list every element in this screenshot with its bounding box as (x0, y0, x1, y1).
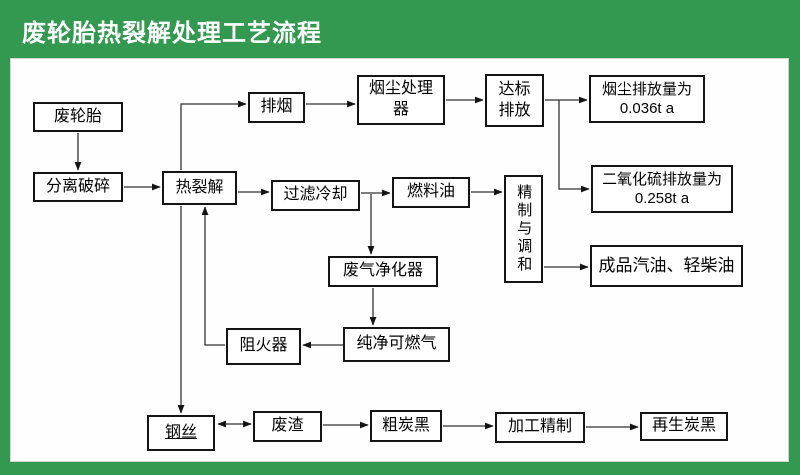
node-so2-emission: 二氧化硫排放量为 0.258t a (591, 165, 733, 213)
node-process-refine: 加工精制 (495, 412, 585, 443)
node-label: 精制与调和 (515, 184, 533, 274)
node-regen-carbon-black: 再生炭黑 (640, 412, 728, 441)
node-label: 成品汽油、轻柴油 (598, 255, 735, 275)
node-fuel-oil: 燃料油 (392, 177, 470, 208)
node-label: 排放 (498, 101, 531, 119)
node-label: 燃料油 (406, 183, 455, 201)
node-pyrolysis: 热裂解 (162, 171, 237, 205)
node-finished-oil: 成品汽油、轻柴油 (590, 245, 743, 287)
node-smoke-exhaust: 排烟 (248, 92, 305, 123)
node-label: 粗炭黑 (381, 416, 430, 434)
node-label: 二氧化硫排放量为 (601, 170, 722, 188)
node-refine-blend: 精制与调和 (504, 175, 543, 283)
node-value: 0.036t a (619, 100, 675, 117)
node-waste-tire: 废轮胎 (33, 102, 123, 132)
node-label: 废轮胎 (53, 107, 102, 125)
node-dust-emission: 烟尘排放量为 0.036t a (589, 75, 705, 123)
node-crude-carbon-black: 粗炭黑 (370, 410, 442, 442)
node-steel-wire: 钢丝 (147, 415, 215, 451)
node-value: 0.258t a (634, 190, 690, 207)
node-waste-residue: 废渣 (253, 411, 322, 442)
node-pure-gas: 纯净可燃气 (343, 327, 450, 362)
node-label: 排烟 (260, 98, 293, 116)
node-label: 烟尘排放量为 (601, 80, 692, 98)
node-label: 废渣 (271, 417, 304, 435)
node-label: 器 (392, 101, 409, 118)
node-label: 热裂解 (175, 178, 224, 196)
node-flame-arrester: 阻火器 (226, 328, 301, 365)
node-label: 纯净可燃气 (356, 335, 437, 353)
node-filter-cooling: 过滤冷却 (271, 180, 360, 211)
node-label: 达标 (498, 80, 531, 98)
node-dust-processor: 烟尘处理 器 (357, 75, 445, 125)
node-label: 废气净化器 (342, 262, 423, 280)
node-label: 钢丝 (164, 423, 197, 441)
node-label: 加工精制 (507, 418, 572, 436)
node-separate-crush: 分离破碎 (33, 172, 123, 202)
page-title: 废轮胎热裂解处理工艺流程 (22, 20, 322, 47)
node-label: 烟尘处理 (368, 80, 433, 98)
node-label: 过滤冷却 (283, 186, 348, 204)
node-label: 分离破碎 (45, 177, 110, 195)
node-gas-purifier: 废气净化器 (328, 256, 438, 287)
node-standard-discharge: 达标 排放 (485, 74, 544, 127)
node-label: 阻火器 (239, 337, 288, 355)
node-label: 再生炭黑 (651, 417, 716, 435)
